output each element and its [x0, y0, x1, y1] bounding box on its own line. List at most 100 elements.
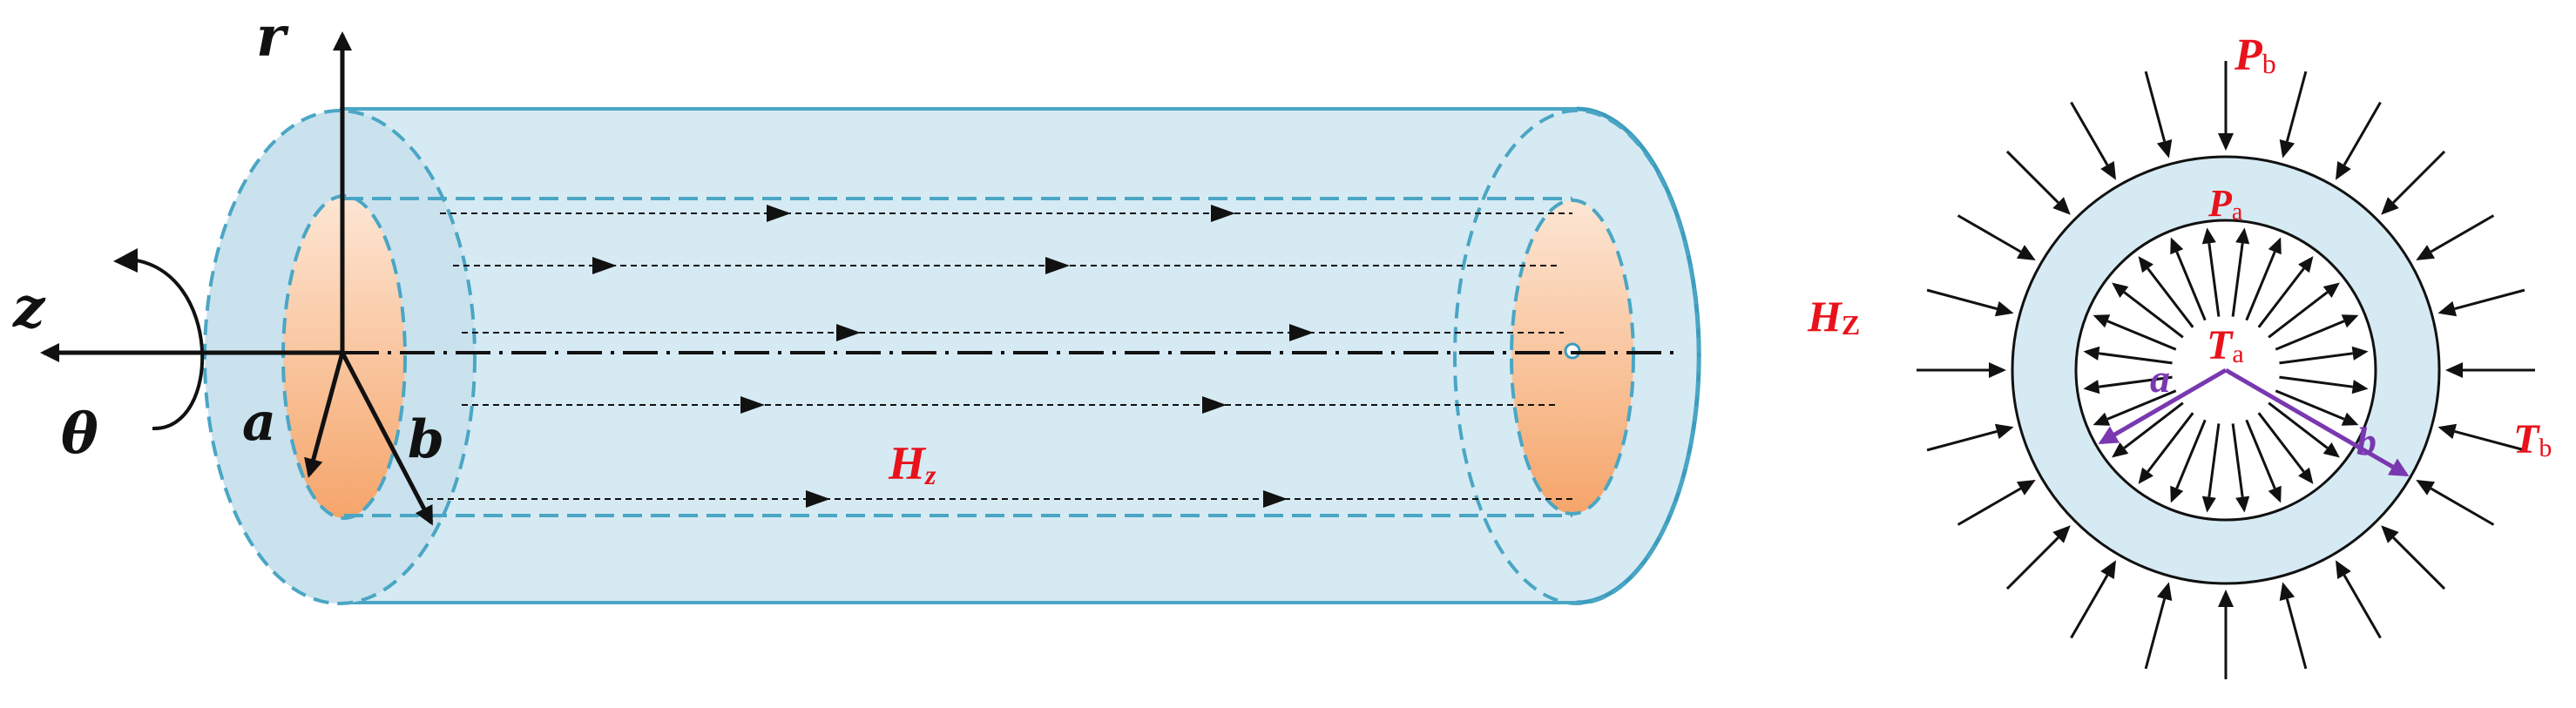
- pressure-arrowhead: [2112, 282, 2129, 298]
- pressure-arrowhead: [2100, 560, 2116, 580]
- pressure-arrowhead: [2322, 282, 2340, 298]
- pressure-arrow-shaft: [2147, 267, 2194, 328]
- pressure-arrow-shaft: [2285, 598, 2308, 670]
- pressure-arrow-shaft: [2268, 291, 2329, 339]
- pressure-arrow-shaft: [2275, 389, 2345, 421]
- field-arrow: [740, 396, 765, 414]
- pressure-arrow-shaft: [2005, 150, 2059, 204]
- radius-b-vector: [2224, 367, 2410, 477]
- inner-pressure-arrows: [2083, 227, 2369, 513]
- pressure-arrow-shaft: [2175, 251, 2207, 321]
- pressure-arrowhead: [2381, 197, 2399, 215]
- pressure-arrow-shaft: [2208, 243, 2221, 317]
- field-lines: [427, 212, 1572, 500]
- pressure-arrow-shaft: [2279, 352, 2353, 365]
- field-arrow: [767, 205, 791, 222]
- radius-b-arrow: [340, 351, 434, 526]
- theta-label: θ: [61, 401, 98, 467]
- pressure-arrowhead: [2298, 256, 2314, 273]
- pressure-arrow-shaft: [2430, 487, 2495, 526]
- field-arrow: [1263, 490, 1288, 508]
- pressure-arrowhead: [2298, 467, 2314, 484]
- pressure-arrow-shaft: [1926, 429, 1998, 452]
- theta-rotation-arc: [130, 258, 205, 431]
- pressure-arrowhead: [2138, 256, 2153, 273]
- pressure-arrowhead: [2268, 485, 2282, 503]
- pressure-arrowhead: [2156, 138, 2173, 158]
- field-arrow: [1202, 396, 1227, 414]
- cross-section-diagram: Pb Pa Ta Tb a b: [1917, 30, 2552, 679]
- pressure-arrow-shaft: [2005, 536, 2059, 590]
- pressure-arrowhead: [2156, 582, 2173, 602]
- pressure-arrow-shaft: [2208, 423, 2221, 497]
- radius-b-label: b: [408, 409, 444, 470]
- theta-arrowhead: [113, 248, 138, 273]
- radius-a-arrow: [304, 352, 345, 478]
- pressure-arrow-shaft: [2343, 574, 2382, 639]
- pressure-arrowhead: [2341, 412, 2359, 426]
- pressure-arrow-shaft: [1926, 288, 1998, 311]
- pressure-arrowhead: [2016, 245, 2036, 260]
- radius-a-label: a: [2150, 356, 2170, 401]
- pressure-arrowhead: [2336, 160, 2351, 180]
- pressure-arrowhead: [2093, 314, 2111, 328]
- pressure-arrowhead: [1994, 423, 2014, 440]
- field-arrow: [1289, 324, 1314, 341]
- pressure-arrow-shaft: [2430, 214, 2495, 253]
- outer-temperature-label: Tb: [2513, 416, 2552, 462]
- z-axis-label: z: [12, 275, 46, 341]
- pressure-arrow-shaft: [2144, 598, 2167, 670]
- pressure-arrowhead: [2083, 346, 2100, 361]
- pressure-arrow-shaft: [2245, 419, 2276, 489]
- pressure-arrowhead: [2100, 160, 2116, 180]
- pressure-arrow-shaft: [2070, 101, 2109, 166]
- pressure-arrowhead: [2218, 590, 2234, 607]
- cylinder-shell-body: [340, 109, 1700, 603]
- outer-pressure-label: Pb: [2234, 30, 2276, 80]
- pressure-arrow-shaft: [2106, 389, 2177, 421]
- field-arrow: [1211, 205, 1235, 222]
- pressure-arrow-shaft: [2279, 375, 2353, 388]
- pressure-arrowhead: [2341, 314, 2359, 328]
- pressure-arrowhead: [2138, 467, 2153, 484]
- field-arrow: [836, 324, 861, 341]
- pressure-arrow-shaft: [2454, 288, 2525, 311]
- r-axis-label: r: [256, 4, 289, 70]
- pressure-arrowhead: [2052, 197, 2071, 215]
- pressure-arrowhead: [2201, 496, 2216, 513]
- pressure-arrow-shaft: [2285, 71, 2308, 142]
- pressure-arrowhead: [2170, 237, 2184, 255]
- field-hz-label: Hz: [888, 437, 936, 490]
- pressure-arrow-shaft: [2099, 352, 2173, 365]
- pressure-arrowhead: [2416, 245, 2436, 260]
- pressure-arrowhead: [2279, 582, 2295, 602]
- pressure-arrow-shaft: [2123, 291, 2184, 339]
- pressure-arrow-shaft: [2144, 71, 2167, 142]
- pressure-arrow-shaft: [1957, 487, 2022, 526]
- pressure-arrow-shaft: [2392, 536, 2446, 590]
- field-line-arrows: [592, 205, 1314, 508]
- pressure-arrowhead: [2437, 423, 2458, 440]
- pressure-arrow-shaft: [2099, 375, 2173, 388]
- pressure-arrow-shaft: [2392, 150, 2446, 204]
- pressure-arrowhead: [2016, 480, 2036, 496]
- pressure-arrowhead: [2201, 227, 2216, 245]
- pressure-arrowhead: [2279, 138, 2295, 158]
- pressure-arrow-shaft: [2123, 401, 2184, 449]
- pressure-arrowhead: [2170, 485, 2184, 503]
- pressure-arrow-shaft: [2231, 423, 2244, 497]
- pressure-arrowhead: [2381, 525, 2399, 543]
- pressure-arrow-shaft: [2245, 251, 2276, 321]
- pressure-arrowhead: [1994, 300, 2014, 317]
- pressure-arrowhead: [2351, 346, 2369, 361]
- pressure-arrowhead: [2437, 300, 2458, 317]
- pressure-arrowhead: [2083, 380, 2100, 394]
- field-arrow: [592, 257, 617, 274]
- pressure-arrowhead: [2445, 362, 2463, 378]
- cylinder-diagram: r z θ a b Hz: [12, 4, 1701, 605]
- field-arrow: [1045, 257, 1070, 274]
- pressure-arrow-shaft: [2454, 429, 2525, 452]
- pressure-arrow-shaft: [2106, 320, 2177, 351]
- pressure-arrowhead: [2218, 133, 2234, 151]
